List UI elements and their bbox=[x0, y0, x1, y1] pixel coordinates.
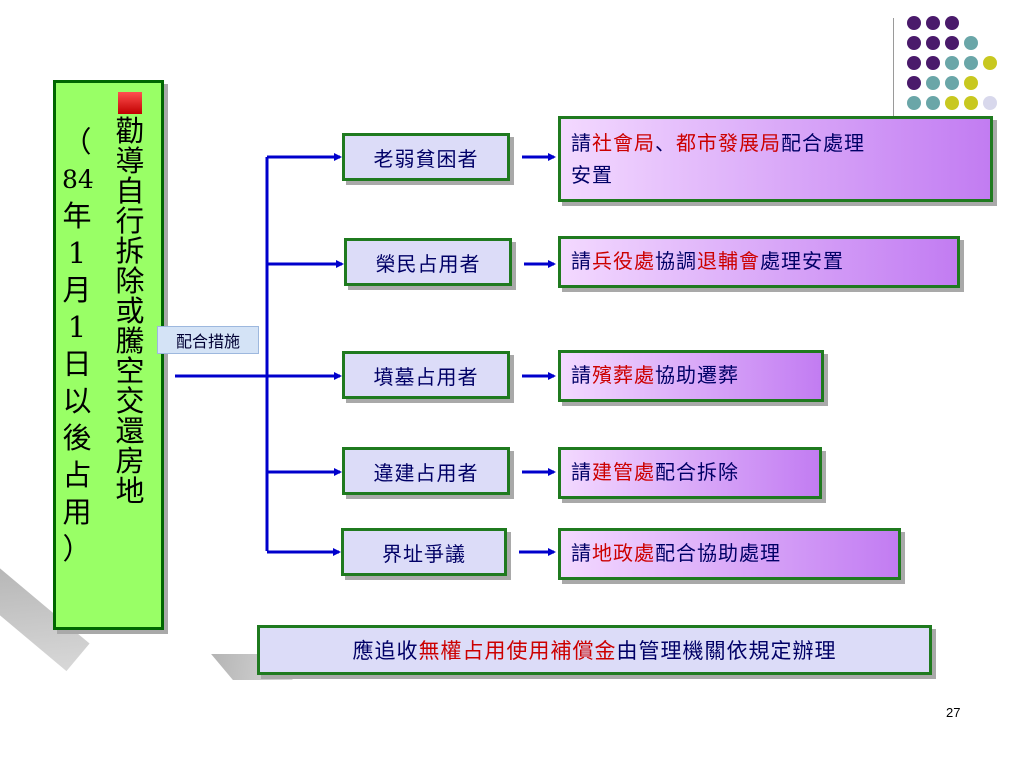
highlight-agency-text: 建管處 bbox=[592, 460, 655, 484]
action-line: 請建管處配合拆除 bbox=[571, 456, 809, 488]
ornament-dot bbox=[907, 96, 921, 110]
vertical-char: 交 bbox=[115, 384, 145, 418]
ornament-dot bbox=[945, 76, 959, 90]
action-text: 配合處理 bbox=[781, 131, 865, 155]
vertical-char: 地 bbox=[115, 474, 145, 508]
ornament-dot bbox=[926, 56, 940, 70]
category-box-graves: 墳墓占用者 bbox=[342, 351, 510, 399]
ornament-dot bbox=[907, 36, 921, 50]
vertical-char: 以 bbox=[62, 384, 92, 418]
highlight-agency-text: 無權占用使用補償金 bbox=[418, 639, 617, 663]
vertical-char: 除 bbox=[115, 264, 145, 298]
action-box-funeral-office: 請殯葬處協助遷葬 bbox=[558, 350, 824, 402]
vertical-char: 導 bbox=[115, 144, 145, 178]
page-number: 27 bbox=[946, 705, 961, 720]
ornament-dot bbox=[945, 96, 959, 110]
vertical-char: 84 bbox=[62, 165, 94, 194]
action-text: 協調 bbox=[655, 249, 697, 273]
category-box-illegal-building: 違建占用者 bbox=[342, 447, 510, 495]
category-box-veterans: 榮民占用者 bbox=[344, 238, 512, 286]
dot-grid-ornament bbox=[907, 16, 997, 110]
action-box-military-service: 請兵役處協調退輔會處理安置 bbox=[558, 236, 960, 288]
action-line: 請社會局、都市發展局配合處理 bbox=[571, 127, 980, 159]
action-text: 請 bbox=[571, 363, 592, 387]
action-line: 請地政處配合協助處理 bbox=[571, 537, 888, 569]
vertical-char: 後 bbox=[62, 421, 92, 455]
action-text: 請 bbox=[571, 131, 592, 155]
vertical-char: 騰 bbox=[115, 324, 145, 358]
vertical-char: 或 bbox=[115, 294, 145, 328]
vertical-char: 月 bbox=[62, 273, 92, 307]
vertical-char: 空 bbox=[115, 354, 145, 388]
ornament-dot bbox=[907, 76, 921, 90]
ornament-dot bbox=[983, 96, 997, 110]
action-text: 請 bbox=[571, 249, 592, 273]
ornament-vertical-line bbox=[893, 18, 894, 140]
ornament-dot bbox=[907, 56, 921, 70]
action-box-land-office: 請地政處配合協助處理 bbox=[558, 528, 901, 580]
vertical-char: （ bbox=[62, 125, 92, 159]
action-text: 安置 bbox=[571, 163, 613, 187]
ornament-dot bbox=[945, 56, 959, 70]
ornament-dot bbox=[926, 16, 940, 30]
vertical-char: 勸 bbox=[115, 114, 145, 148]
vertical-char: 日 bbox=[62, 347, 92, 381]
vertical-char: 占 bbox=[62, 458, 92, 492]
action-line: 請兵役處協調退輔會處理安置 bbox=[571, 245, 947, 277]
action-text: 配合協助處理 bbox=[655, 541, 781, 565]
action-box-building-office: 請建管處配合拆除 bbox=[558, 447, 822, 499]
action-text: 請 bbox=[571, 460, 592, 484]
highlight-agency-text: 退輔會 bbox=[697, 249, 760, 273]
ornament-dot bbox=[964, 76, 978, 90]
ornament-dot bbox=[964, 56, 978, 70]
action-line: 安置 bbox=[571, 159, 980, 191]
action-text: 、 bbox=[655, 131, 676, 155]
vertical-char: 1 bbox=[67, 236, 87, 270]
action-box-social-affairs: 請社會局、都市發展局配合處理安置 bbox=[558, 116, 993, 202]
vertical-char: 1 bbox=[67, 310, 87, 344]
action-text: 應追收 bbox=[352, 639, 419, 663]
ornament-dot bbox=[926, 36, 940, 50]
vertical-char: 自 bbox=[115, 174, 145, 208]
action-line: 請殯葬處協助遷葬 bbox=[571, 359, 811, 391]
vertical-char: ） bbox=[62, 532, 92, 566]
ornament-dot bbox=[926, 96, 940, 110]
ornament-dot bbox=[983, 56, 997, 70]
ornament-dot bbox=[907, 16, 921, 30]
ornament-dot bbox=[945, 16, 959, 30]
category-box-elderly-poor: 老弱貧困者 bbox=[342, 133, 510, 181]
main-title-vertical: 勸導自行拆除或騰空交還房地 bbox=[115, 116, 145, 506]
action-text: 由管理機關依規定辦理 bbox=[616, 639, 837, 663]
main-instruction-box bbox=[53, 80, 164, 630]
vertical-char: 用 bbox=[62, 495, 92, 529]
category-box-boundary-dispute: 界址爭議 bbox=[341, 528, 507, 576]
action-text: 協助遷葬 bbox=[655, 363, 739, 387]
ornament-dot bbox=[964, 36, 978, 50]
vertical-char: 行 bbox=[115, 204, 145, 238]
highlight-agency-text: 社會局 bbox=[592, 131, 655, 155]
vertical-char: 年 bbox=[62, 199, 92, 233]
cooperation-measures-tag: 配合措施 bbox=[157, 326, 259, 354]
ornament-dot bbox=[926, 76, 940, 90]
vertical-char: 拆 bbox=[115, 234, 145, 268]
action-text: 配合拆除 bbox=[655, 460, 739, 484]
compensation-note: 應追收無權占用使用補償金由管理機關依規定辦理 bbox=[257, 625, 932, 675]
ornament-dot bbox=[964, 96, 978, 110]
highlight-agency-text: 都市發展局 bbox=[676, 131, 781, 155]
highlight-agency-text: 地政處 bbox=[592, 541, 655, 565]
highlight-agency-text: 兵役處 bbox=[592, 249, 655, 273]
action-text: 請 bbox=[571, 541, 592, 565]
vertical-char: 房 bbox=[115, 444, 145, 478]
highlight-agency-text: 殯葬處 bbox=[592, 363, 655, 387]
vertical-char: 還 bbox=[115, 414, 145, 448]
ornament-dot bbox=[945, 36, 959, 50]
bullet-square-icon bbox=[118, 92, 142, 114]
action-text: 處理安置 bbox=[760, 249, 844, 273]
